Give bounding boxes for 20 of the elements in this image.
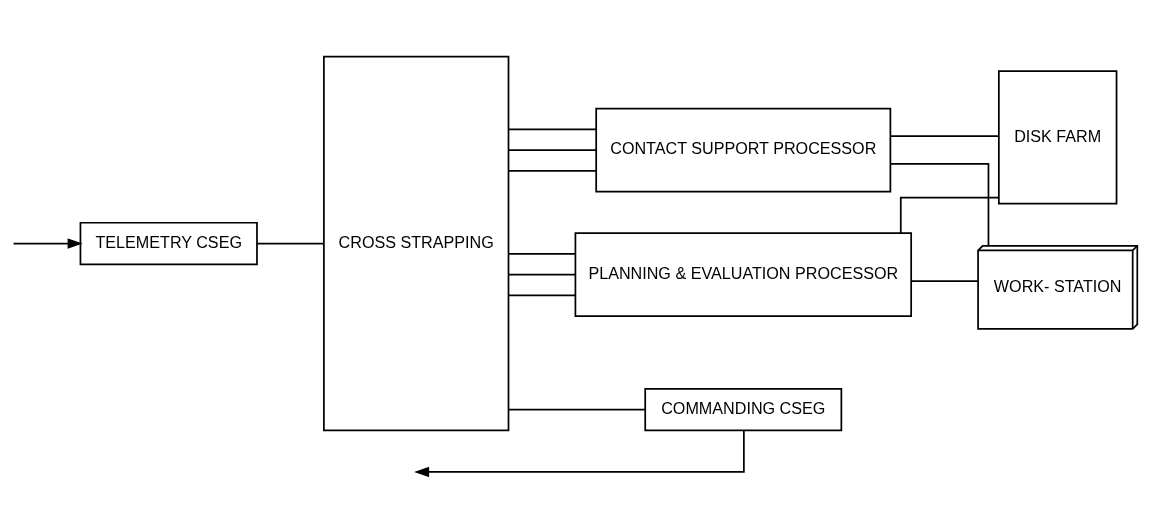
connector bbox=[507, 169, 597, 172]
node-box: CONTACT SUPPORT PROCESSOR bbox=[595, 107, 892, 193]
node-box: CROSS STRAPPING bbox=[323, 55, 510, 432]
connector bbox=[256, 242, 325, 245]
connector bbox=[507, 294, 577, 297]
connector bbox=[507, 408, 646, 411]
connector bbox=[899, 196, 1000, 234]
connector bbox=[889, 135, 1000, 138]
arrow bbox=[12, 238, 83, 249]
node-box: COMMANDING CSEG bbox=[644, 388, 843, 432]
connector bbox=[910, 280, 979, 282]
connector bbox=[507, 149, 597, 151]
connector bbox=[507, 273, 577, 276]
connector bbox=[507, 128, 597, 131]
connector bbox=[889, 163, 990, 247]
node-box: PLANNING & EVALUATION PROCESSOR bbox=[574, 232, 913, 318]
connector bbox=[507, 253, 577, 255]
node-box: TELEMETRY CSEG bbox=[79, 221, 258, 266]
node-box: DISK FARM bbox=[998, 70, 1118, 205]
arrow bbox=[414, 429, 745, 477]
